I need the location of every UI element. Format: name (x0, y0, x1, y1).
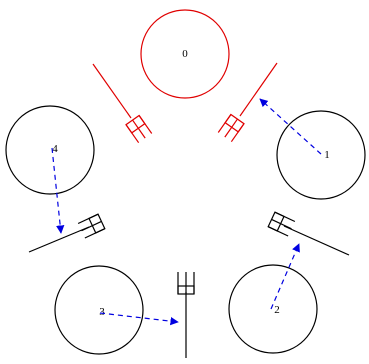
fork-2-3-tines (177, 272, 195, 295)
philosopher-1: 1 (276, 110, 366, 200)
philosopher-3-circle (54, 265, 144, 355)
request-arrow-4 (51, 147, 65, 234)
fork-1-2-handle (283, 225, 350, 256)
fork-2-3 (177, 272, 195, 358)
philosopher-3-label: 3 (99, 306, 105, 318)
fork-0-1-tines (217, 113, 245, 143)
philosopher-1-circle (276, 110, 366, 200)
fork-0-4-handle (92, 63, 132, 119)
philosopher-0-circle (140, 9, 230, 99)
fork-3-4-tines (77, 213, 106, 239)
philosopher-2: 2 (228, 264, 318, 354)
philosopher-1-label: 1 (324, 149, 330, 161)
request-arrow-3 (99, 312, 179, 326)
fork-3-4-handle (28, 226, 90, 253)
philosopher-4-circle (5, 105, 95, 195)
fork-1-2-tines (267, 211, 296, 237)
philosopher-4: 4 (5, 105, 95, 195)
fork-0-1-handle (239, 62, 278, 117)
philosopher-4-label: 4 (52, 143, 58, 155)
philosopher-2-label: 2 (274, 304, 280, 316)
request-arrow-2 (270, 243, 300, 310)
fork-3-4 (28, 213, 106, 253)
fork-0-4-tines (125, 114, 153, 144)
fork-0-4 (92, 63, 153, 144)
philosopher-3: 3 (54, 265, 144, 355)
fork-1-2 (267, 211, 350, 256)
philosopher-0: 0 (140, 9, 230, 99)
philosopher-2-circle (228, 264, 318, 354)
philosopher-0-label: 0 (182, 48, 188, 60)
request-arrow-1 (259, 98, 322, 155)
fork-0-1 (217, 62, 278, 143)
